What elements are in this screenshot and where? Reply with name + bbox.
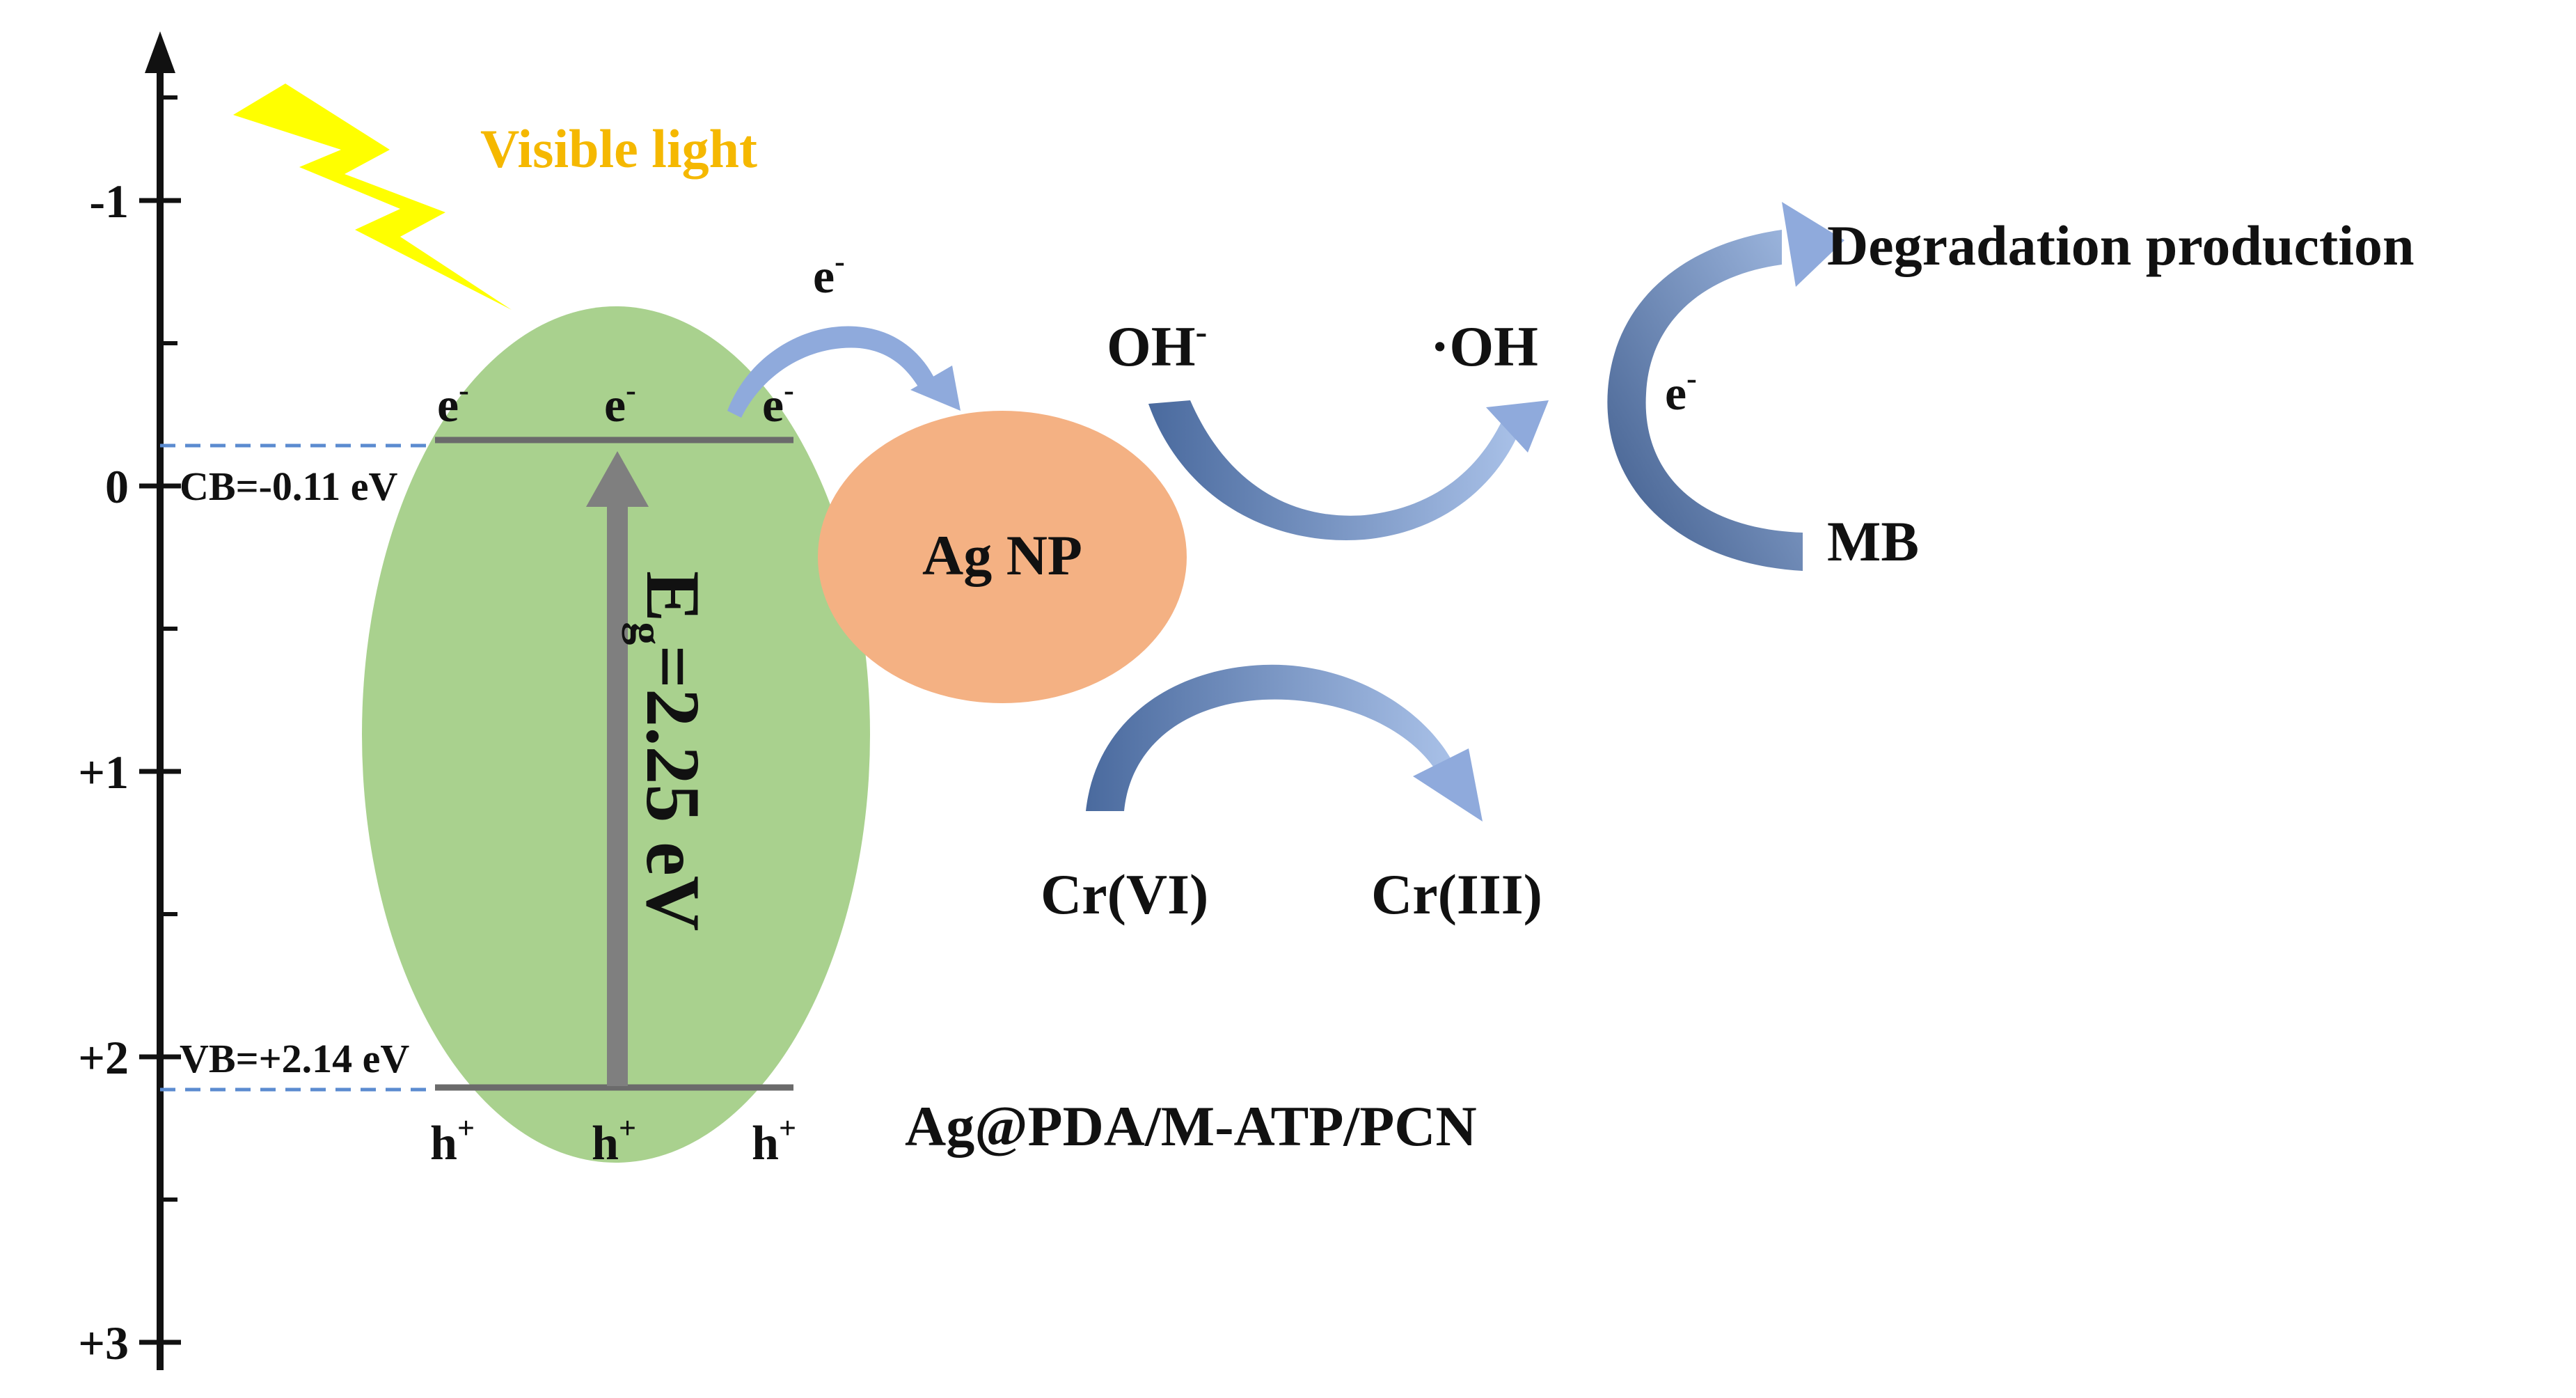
- tick-label-plus-2: +2: [78, 1031, 129, 1084]
- bandgap-label: Eg=2.25 eV: [622, 571, 716, 931]
- hydroxide-label: OH-: [1107, 312, 1207, 378]
- hydroxyl-radical-label: ·OH: [1430, 315, 1538, 378]
- tick-label-plus-1: +1: [78, 746, 129, 799]
- cb-label: CB=-0.11 eV: [180, 464, 397, 509]
- energy-axis: -1 0 +1 +2 +3: [78, 31, 181, 1370]
- electron-3: e-: [762, 373, 794, 432]
- tick-label-0: 0: [105, 460, 129, 513]
- reduction-arrow: [1086, 664, 1483, 822]
- hole-3: h+: [752, 1111, 796, 1170]
- minor-ticks: [160, 95, 177, 1202]
- hole-2: h+: [592, 1111, 636, 1170]
- electron-2: e-: [604, 373, 636, 432]
- oxidation-arrow: [1148, 400, 1549, 540]
- degradation-electron-label: e-: [1665, 361, 1697, 421]
- axis-arrowhead: [145, 31, 175, 73]
- catalyst-label: Ag@PDA/M-ATP/PCN: [905, 1094, 1477, 1158]
- electron-transfer-arrow: [727, 326, 961, 418]
- electron-1: e-: [437, 373, 469, 432]
- degradation-product-label: Degradation production: [1827, 214, 2415, 277]
- transfer-electron-label: e-: [813, 244, 845, 304]
- major-ticks: [139, 198, 181, 1345]
- excitation-arrow: [586, 451, 649, 1086]
- chromium-iii-label: Cr(III): [1371, 863, 1542, 926]
- ag-np-label: Ag NP: [922, 524, 1082, 587]
- degradation-arrow: [1607, 202, 1844, 571]
- mb-label: MB: [1827, 510, 1919, 573]
- visible-light-label: Visible light: [480, 118, 757, 179]
- vb-label: VB=+2.14 eV: [180, 1036, 409, 1081]
- chromium-vi-label: Cr(VI): [1041, 863, 1208, 926]
- tick-label-plus-3: +3: [78, 1317, 129, 1369]
- tick-label-minus-1: -1: [89, 175, 129, 228]
- ag-nanoparticle: [818, 411, 1187, 703]
- hole-1: h+: [430, 1111, 475, 1170]
- lightning-bolt-icon: [233, 84, 512, 310]
